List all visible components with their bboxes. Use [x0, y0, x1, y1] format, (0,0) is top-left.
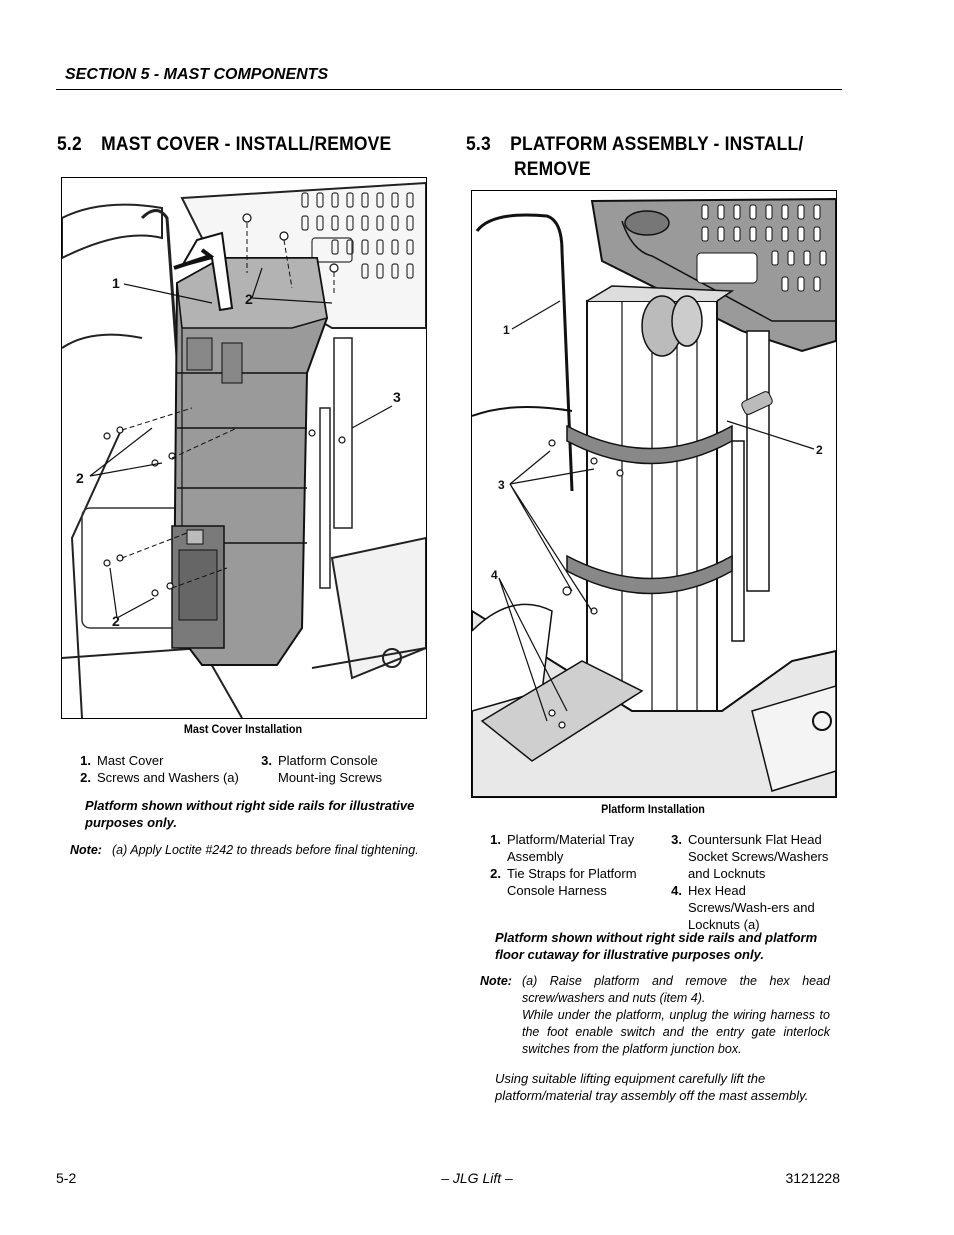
- header-rule: [56, 89, 842, 90]
- callout-2-bottom: 2: [112, 613, 120, 629]
- heading-number: 5.2: [57, 134, 82, 155]
- callout-4: 4: [491, 568, 498, 582]
- note-left: Note: (a) Apply Loctite #242 to threads b…: [70, 842, 430, 859]
- legend-right-col2: 3.Countersunk Flat Head Socket Screws/Wa…: [664, 831, 829, 933]
- heading-number: 5.3: [466, 134, 491, 155]
- legend-item: 3.Platform Console Mount-ing Screws: [261, 753, 383, 785]
- figure-caption-right: Platform Installation: [601, 802, 705, 816]
- note-text: (a) Apply Loctite #242 to threads before…: [112, 843, 419, 857]
- legend-left-col1: 1.Mast Cover 2.Screws and Washers (a): [73, 752, 253, 786]
- callout-3: 3: [393, 389, 401, 405]
- heading-text: MAST COVER - INSTALL/REMOVE: [101, 134, 392, 155]
- body-text-right: Using suitable lifting equipment careful…: [495, 1071, 809, 1103]
- heading-5-3-line2: REMOVE: [514, 159, 591, 180]
- legend-item: 4.Hex Head Screws/Wash-ers and Locknuts …: [671, 883, 815, 932]
- mast-cover-figure: 1 2 2 2 3: [61, 177, 427, 719]
- note-text-1: (a) Raise platform and remove the hex he…: [522, 974, 830, 1005]
- callout-2: 2: [816, 443, 823, 457]
- legend-item: 2.Screws and Washers (a): [80, 770, 239, 785]
- legend-item: 1.Platform/Material Tray Assembly: [490, 832, 635, 864]
- legend-right-col1: 1.Platform/Material Tray Assembly 2.Tie …: [483, 831, 653, 899]
- note-text-2: While under the platform, unplug the wir…: [522, 1008, 830, 1056]
- callout-1: 1: [503, 323, 510, 337]
- section-header: SECTION 5 - MAST COMPONENTS: [65, 66, 329, 83]
- bold-note-right: Platform shown without right side rails …: [495, 930, 818, 962]
- note-right: Note: (a) Raise platform and remove the …: [480, 973, 830, 1058]
- tray-grid: [301, 192, 414, 279]
- mast-cover-illustration: 1 2 2 2 3: [62, 181, 426, 718]
- legend-left-col2: 3.Platform Console Mount-ing Screws: [254, 752, 414, 786]
- platform-illustration: 1 2 3 4: [472, 197, 836, 797]
- heading-text-line1: PLATFORM ASSEMBLY - INSTALL/: [510, 134, 804, 155]
- platform-grid: [696, 204, 827, 292]
- note-body: (a) Raise platform and remove the hex he…: [522, 973, 830, 1058]
- callout-2-mid: 2: [76, 470, 84, 486]
- callout-3: 3: [498, 478, 505, 492]
- callout-1: 1: [112, 275, 120, 291]
- doc-number: 3121228: [785, 1170, 840, 1186]
- bold-note-left: Platform shown without right side rails …: [85, 798, 415, 830]
- legend-item: 3.Countersunk Flat Head Socket Screws/Wa…: [671, 832, 829, 881]
- platform-figure: 1 2 3 4: [471, 190, 837, 798]
- note-label: Note:: [480, 974, 512, 988]
- callout-2-top: 2: [245, 291, 253, 307]
- figure-caption-left: Mast Cover Installation: [183, 722, 303, 736]
- note-label: Note:: [70, 843, 102, 857]
- legend-item: 2.Tie Straps for Platform Console Harnes…: [490, 866, 637, 898]
- footer-brand: – JLG Lift –: [441, 1170, 513, 1186]
- legend-item: 1.Mast Cover: [80, 753, 164, 768]
- heading-5-2: 5.2 MAST COVER - INSTALL/REMOVE: [57, 134, 391, 156]
- heading-5-3: 5.3 PLATFORM ASSEMBLY - INSTALL/: [466, 134, 803, 156]
- page-number: 5-2: [56, 1170, 77, 1186]
